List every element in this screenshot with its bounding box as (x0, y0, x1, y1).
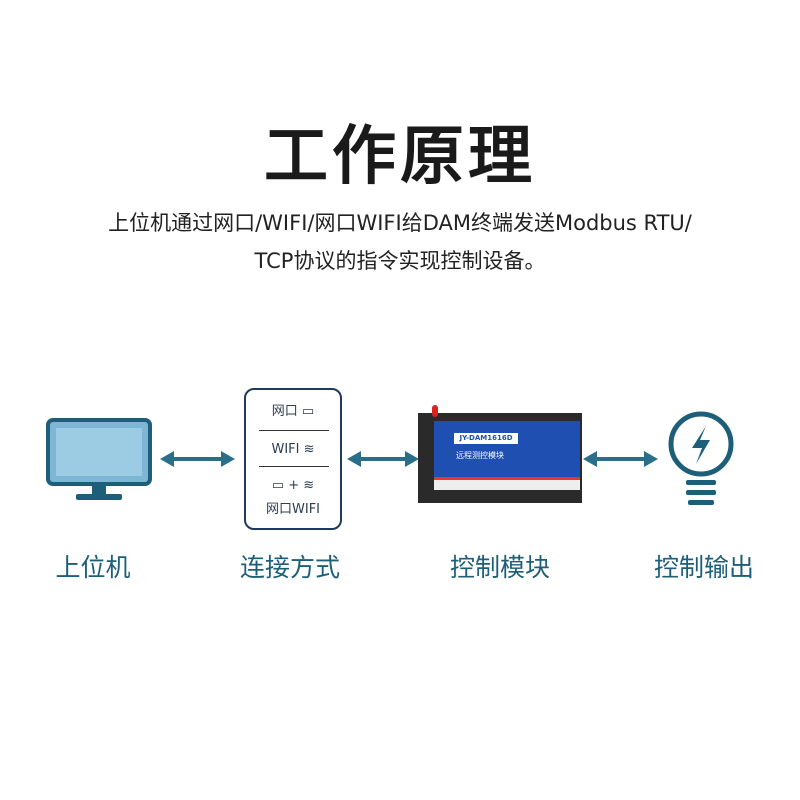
ethernet-port-icon: ▭ (271, 478, 285, 493)
control-module-image: JY-DAM1616D 远程测控模块 (418, 405, 582, 503)
wifi-row: WIFI ≋ (246, 442, 340, 458)
device-name: 远程测控模块 (456, 451, 504, 460)
wifi-icon: ≋ (303, 442, 315, 457)
double-arrow-icon (347, 451, 419, 467)
double-arrow-icon (583, 451, 658, 467)
device-model: JY-DAM1616D (454, 433, 518, 444)
ethernet-row: 网口 ▭ (246, 404, 340, 420)
node-label-connection: 连接方式 (239, 553, 340, 582)
wifi-icon: ≋ (303, 478, 315, 493)
connection-card: 网口 ▭ WIFI ≋ ▭ + ≋ 网口WIFI (244, 388, 342, 530)
lightbulb-output-icon (668, 411, 734, 505)
plus-sign: + (288, 478, 300, 493)
ethernet-wifi-label: 网口WIFI (266, 502, 320, 517)
node-label-host: 上位机 (55, 553, 131, 582)
node-label-module: 控制模块 (449, 553, 550, 582)
monitor-icon (46, 418, 152, 500)
description-line-2: TCP协议的指令实现控制设备。 (254, 249, 546, 273)
antenna-icon (432, 405, 438, 417)
ethernet-wifi-icons: ▭ + ≋ (246, 478, 340, 494)
ethernet-label: 网口 (271, 404, 298, 419)
description-line-1: 上位机通过网口/WIFI/网口WIFI给DAM终端发送Modbus RTU/ (108, 211, 692, 235)
page-title: 工作原理 (264, 120, 536, 194)
ethernet-port-icon: ▭ (301, 404, 315, 419)
node-label-output: 控制输出 (653, 553, 754, 582)
double-arrow-icon (160, 451, 235, 467)
wifi-label: WIFI (271, 442, 300, 457)
